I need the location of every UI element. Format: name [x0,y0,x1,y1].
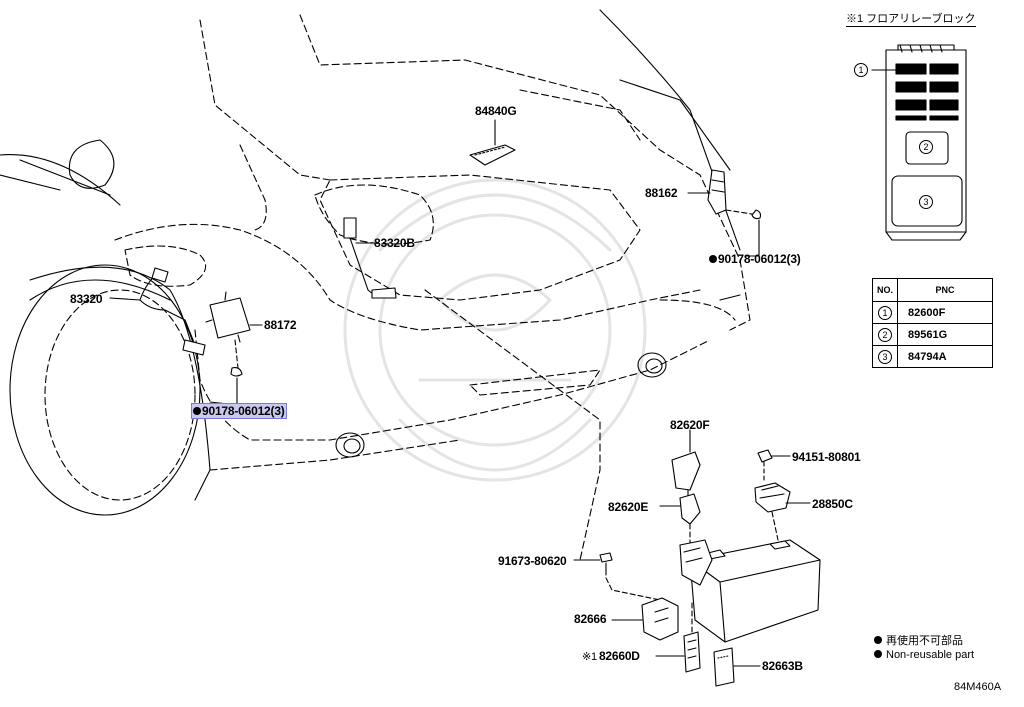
part-label-83320[interactable]: 83320 [70,292,103,306]
bolt-94151-icon [757,449,791,481]
relay-block-mark: ※1 [582,651,597,663]
clip-82620e-icon [659,493,701,546]
pnc-row-part[interactable]: 89561G [897,323,994,346]
pnc-row-number: 2 [878,327,892,342]
part-label-82620e[interactable]: 82620E [608,500,649,514]
part-label-90178-right[interactable]: 90178-06012(3) [709,252,801,266]
legend: 再使用不可部品 Non-reusable part [874,634,974,662]
pnc-table-row[interactable]: 2 89561G [871,323,994,346]
non-reusable-dot-icon [193,407,201,415]
pnc-table-header: NO. PNC [871,278,994,302]
pnc-row-part[interactable]: 84794A [897,345,994,368]
part-label-91673[interactable]: 91673-80620 [498,554,567,568]
part-label-94151[interactable]: 94151-80801 [792,450,861,464]
legend-text-jp: 再使用不可部品 [886,635,963,647]
part-label-90178-left-text: 90178-06012(3) [202,404,285,418]
exhaust-tips-icon [335,294,741,458]
rear-door-handle-icon [469,119,516,166]
leader-line-dashed [424,289,601,561]
part-label-83320b[interactable]: 83320B [374,236,415,250]
part-label-82663b[interactable]: 82663B [762,659,803,673]
part-label-90178-left[interactable]: 90178-06012(3) [191,403,287,419]
pnc-row-number: 3 [878,349,892,364]
relay-82660d-icon [655,599,701,673]
non-reusable-dot-icon [874,636,882,644]
part-label-88162[interactable]: 88162 [645,186,678,200]
part-label-82666[interactable]: 82666 [574,612,607,626]
vehicle-body [114,14,751,471]
diagram-code: 84M460A [954,681,1002,693]
part-label-82620f[interactable]: 82620F [670,418,710,432]
battery-icon [679,539,821,643]
screw-91673-icon [573,552,661,601]
module-88172-icon [205,291,263,406]
pnc-table-row[interactable]: 1 82600F [871,301,994,324]
relay-callout-1: 1 [854,63,868,77]
part-label-88172[interactable]: 88172 [264,318,297,332]
pnc-header-pnc: PNC [897,278,994,302]
part-label-84840g[interactable]: 84840G [475,104,517,118]
legend-item-en: Non-reusable part [874,648,974,662]
cover-82666-icon [611,597,679,641]
pnc-row-part[interactable]: 82600F [897,301,994,324]
legend-text-en: Non-reusable part [886,649,975,661]
fuse-card-82663b-icon [713,647,761,687]
pnc-table: NO. PNC 1 82600F 2 89561G 3 84794A [871,278,994,368]
part-label-28850c[interactable]: 28850C [812,497,853,511]
vehicle-outline [0,9,741,501]
wire-83320b-icon [343,217,397,299]
pnc-header-no: NO. [871,278,899,302]
part-label-82660d-text: 82660D [598,649,640,663]
pnc-table-row[interactable]: 3 84794A [871,345,994,368]
non-reusable-dot-icon [709,255,717,263]
pnc-row-number: 1 [878,305,892,320]
relay-callout-2: 2 [919,140,933,154]
part-label-90178-right-text: 90178-06012(3) [718,252,801,266]
legend-item-jp: 再使用不可部品 [874,634,974,648]
rear-wheel-icon [9,264,201,516]
wire-83320-icon [109,267,206,356]
relay-block-title: ※1 フロアリレーブロック [846,13,976,27]
non-reusable-dot-icon [874,650,882,658]
terminal-28850c-icon [754,482,811,541]
sensor-88162-icon [687,169,762,256]
relay-callout-3: 3 [919,195,933,209]
